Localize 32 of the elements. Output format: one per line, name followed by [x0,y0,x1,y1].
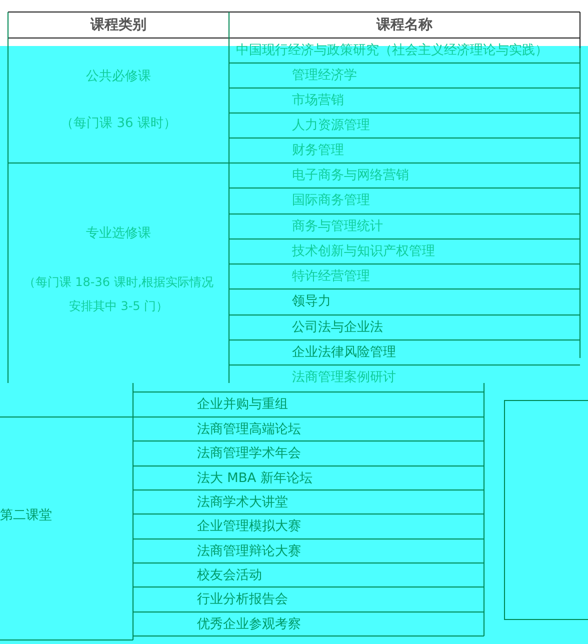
cell-text: 公司法与企业法 [292,320,383,336]
cell-text: 人力资源管理 [292,118,370,134]
category-text: 公共必修课 [85,69,152,85]
cell-text: 法商管理高端论坛 [197,422,301,438]
cell-text: 特许经营管理 [292,269,370,285]
cell-text: 法商管理辩论大赛 [197,544,301,560]
cell-text: 法商管理学术年会 [197,446,301,462]
cell-text: 企业并购与重组 [197,397,288,413]
cell-text: 校友会活动 [197,568,262,584]
category-text: 专业选修课 [85,226,152,242]
cell-text: 企业管理模拟大赛 [197,519,301,535]
cell-text: 市场营销 [292,93,344,109]
category-text: 第二课堂 [0,508,53,524]
cell-text: 管理经济学 [292,68,357,84]
cell-text: 法商管理案例研讨 [292,370,396,386]
cell-text: 财务管理 [292,143,344,159]
cell-text: 法大 MBA 新年论坛 [197,471,312,487]
empty-box [504,400,588,620]
cell-text: 商务与管理统计 [292,219,383,235]
note-text: （每门课 18-36 课时,根据实际情况安排其中 3-5 门） [22,274,215,315]
cell-text: 中国现行经济与政策研究（社会主义经济理论与实践） [236,43,548,59]
cell-text: 技术创新与知识产权管理 [292,244,435,260]
cell-text: 法商学术大讲堂 [197,495,288,511]
header-text: 课程类别 [89,17,148,33]
header-text: 课程名称 [375,17,434,33]
cell-text: 国际商务管理 [292,193,370,209]
note-text: （每门课 36 课时） [60,116,178,132]
cell-text: 领导力 [292,294,331,310]
cell-text: 优秀企业参观考察 [197,617,301,633]
cell-text: 企业法律风险管理 [292,345,396,361]
cell-text: 电子商务与网络营销 [292,168,409,184]
cell-text: 行业分析报告会 [197,592,288,608]
